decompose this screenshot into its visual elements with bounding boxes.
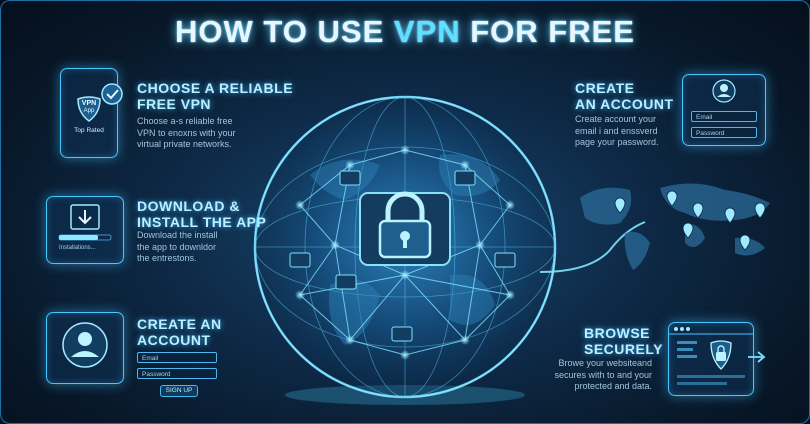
- choose-desc-line2: VPN to enoxns with your: [137, 127, 236, 138]
- choose-heading: CHOOSE A RELIABLE FREE VPN: [137, 80, 293, 112]
- choose-description: Choose a-s reliable free VPN to enoxns w…: [137, 116, 236, 151]
- right-email-field[interactable]: Email: [691, 111, 757, 122]
- browse-desc-line3: protected and data.: [574, 381, 652, 391]
- server-icon: [289, 170, 516, 342]
- create-right-desc-line3: page your password.: [575, 137, 659, 147]
- download-desc-line3: the entrestons.: [137, 253, 197, 263]
- phone-card: VPN App Top Rated: [60, 68, 118, 158]
- map-pin-icon: [614, 190, 766, 251]
- browser-window-icon: [669, 327, 753, 385]
- choose-desc-line1: Choose a-s reliable free: [137, 116, 233, 126]
- browse-description: Browe your websiteand secures with to an…: [552, 358, 652, 393]
- title-part1: HOW TO USE: [175, 14, 394, 49]
- padlock-icon: [378, 191, 432, 259]
- browse-heading-line1: BROWSE: [584, 325, 650, 341]
- signup-button[interactable]: SIGN UP: [160, 385, 198, 397]
- create-right-desc-line2: email i and enssverd: [575, 125, 658, 136]
- create-account-right-heading: CREATE AN ACCOUNT: [575, 80, 674, 112]
- create-left-heading-line1: CREATE AN: [137, 316, 222, 332]
- browse-heading-line2: SECURELY: [584, 341, 663, 357]
- title-part3: FOR FREE: [460, 14, 635, 49]
- phone-icon: [77, 96, 101, 122]
- check-badge-icon: [101, 83, 123, 105]
- create-account-left-heading: CREATE AN ACCOUNT: [137, 316, 222, 348]
- user-icon: [712, 79, 736, 103]
- download-heading: DOWNLOAD & INSTALL THE APP: [137, 198, 266, 230]
- browse-heading: BROWSE SECURELY: [584, 325, 663, 357]
- progress-label: Installations...: [59, 245, 96, 251]
- browse-desc-line2: secures with to and your: [554, 369, 652, 380]
- left-password-field[interactable]: Password: [137, 368, 217, 379]
- choose-heading-line2: FREE VPN: [137, 96, 212, 112]
- browser-card: [668, 322, 754, 396]
- create-right-heading-line2: AN ACCOUNT: [575, 96, 674, 112]
- download-card: Installations...: [46, 196, 124, 264]
- download-desc-line1: Download the install: [137, 230, 218, 240]
- create-left-heading-line2: ACCOUNT: [137, 332, 211, 348]
- phone-badge-line1: VPN: [81, 100, 97, 107]
- download-desc-line2: the app to downldor: [137, 241, 217, 252]
- globe-network-graphic: [253, 95, 557, 405]
- browse-desc-line1: Browe your websiteand: [558, 358, 652, 368]
- arrow-right-icon: [748, 351, 766, 363]
- title-highlight: VPN: [393, 14, 461, 49]
- progress-fill: [59, 235, 98, 240]
- world-map-graphic: [580, 183, 770, 270]
- page-title: HOW TO USE VPN FOR FREE: [0, 14, 810, 50]
- login-form-card: Email Password: [682, 74, 766, 146]
- avatar-card: [46, 312, 124, 384]
- choose-heading-line1: CHOOSE A RELIABLE: [137, 80, 294, 96]
- right-password-field[interactable]: Password: [691, 127, 757, 138]
- create-right-description: Create account your email i and enssverd…: [575, 114, 659, 149]
- phone-label: Top Rated: [74, 127, 104, 134]
- create-right-desc-line1: Create account your: [575, 114, 657, 124]
- download-icon: [58, 204, 112, 241]
- user-icon: [62, 322, 108, 368]
- phone-badge-line2: App: [83, 108, 95, 114]
- left-email-field[interactable]: Email: [137, 352, 217, 363]
- connection-line: [540, 221, 646, 273]
- download-heading-line2: INSTALL THE APP: [137, 214, 267, 230]
- choose-desc-line3: virtual private networks.: [137, 139, 232, 149]
- download-heading-line1: DOWNLOAD &: [137, 198, 240, 214]
- create-right-heading-line1: CREATE: [575, 80, 635, 96]
- download-description: Download the install the app to downldor…: [137, 230, 218, 265]
